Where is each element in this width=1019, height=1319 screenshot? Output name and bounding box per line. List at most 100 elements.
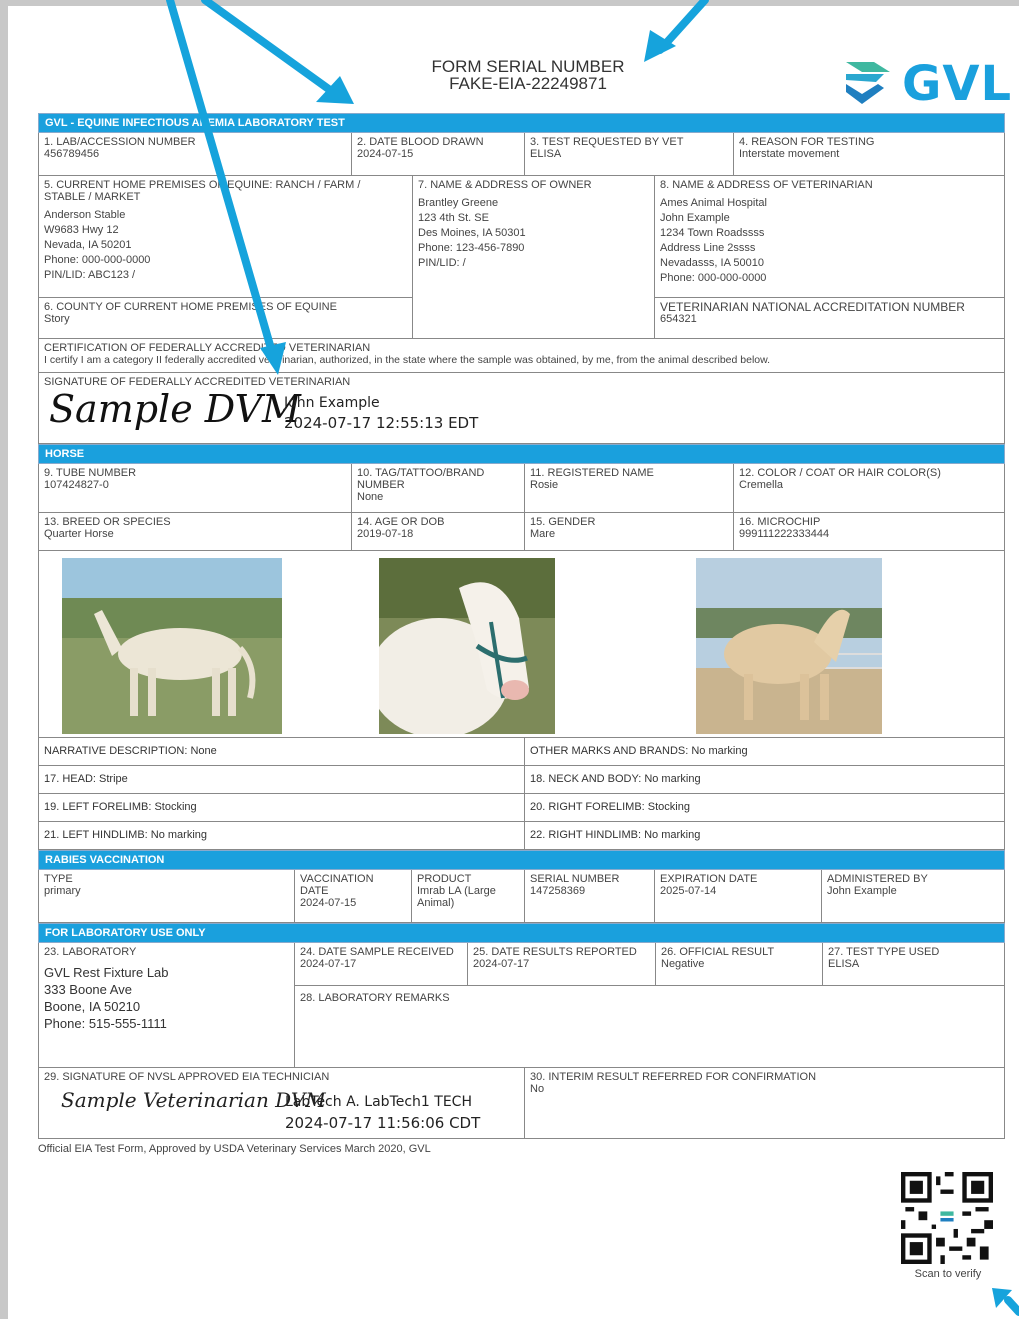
label: 2. DATE BLOOD DRAWN xyxy=(357,136,484,148)
gvl-logo: GVL xyxy=(840,56,1015,112)
row-21-22: 21. LEFT HINDLIMB: No marking 22. RIGHT … xyxy=(38,822,1005,850)
label: CERTIFICATION OF FEDERALLY ACCREDITED VE… xyxy=(44,342,371,354)
row-19-20: 19. LEFT FORELIMB: Stocking 20. RIGHT FO… xyxy=(38,794,1005,822)
value: ELISA xyxy=(828,958,860,970)
field-other-marks: OTHER MARKS AND BRANDS: No marking xyxy=(524,738,1004,765)
value: 456789456 xyxy=(44,148,100,160)
logo-text: GVL xyxy=(902,56,1013,112)
label: 10. TAG/TATTOO/BRAND NUMBER xyxy=(357,467,485,491)
lab-address-lines: GVL Rest Fixture Lab 333 Boone Ave Boone… xyxy=(44,964,289,1032)
value: 2024-07-15 xyxy=(300,897,357,909)
field-29: 29. SIGNATURE OF NVSL APPROVED EIA TECHN… xyxy=(39,1068,524,1138)
vet-signed-time: 2024-07-17 12:55:13 EDT xyxy=(284,414,479,432)
label: 4. REASON FOR TESTING xyxy=(739,136,875,148)
field-signature: SIGNATURE OF FEDERALLY ACCREDITED VETERI… xyxy=(39,373,1004,443)
label: 1. LAB/ACCESSION NUMBER xyxy=(44,136,196,148)
line: Nevadasss, IA 50010 xyxy=(660,257,764,269)
field-type: TYPE primary xyxy=(39,870,294,922)
section-band-rabies: RABIES VACCINATION xyxy=(38,850,1005,870)
row-lab: 23. LABORATORY GVL Rest Fixture Lab 333 … xyxy=(38,943,1005,1068)
row-17-18: 17. HEAD: Stripe 18. NECK AND BODY: No m… xyxy=(38,766,1005,794)
line: Phone: 000-000-0000 xyxy=(44,254,151,266)
form-serial-heading: FORM SERIAL NUMBER FAKE-EIA-22249871 xyxy=(388,58,668,92)
serial-number: FAKE-EIA-22249871 xyxy=(449,74,607,93)
row-1-4: 1. LAB/ACCESSION NUMBER 456789456 2. DAT… xyxy=(38,133,1005,176)
field-nat-accred: VETERINARIAN NATIONAL ACCREDITATION NUMB… xyxy=(655,297,1004,338)
label: EXPIRATION DATE xyxy=(660,873,758,885)
line: PIN/LID: ABC123 / xyxy=(44,269,136,281)
field-23: 23. LABORATORY GVL Rest Fixture Lab 333 … xyxy=(39,943,294,1067)
value: Quarter Horse xyxy=(44,528,114,540)
value: 2025-07-14 xyxy=(660,885,717,897)
row-signature: SIGNATURE OF FEDERALLY ACCREDITED VETERI… xyxy=(38,373,1005,444)
label: 5. CURRENT HOME PREMISES OF EQUINE: RANC… xyxy=(44,179,361,203)
value: Rosie xyxy=(530,479,559,491)
field-11: 11. REGISTERED NAME Rosie xyxy=(524,464,733,512)
line: 333 Boone Ave xyxy=(44,982,132,997)
field-16: 16. MICROCHIP 999111222333444 xyxy=(733,513,1004,550)
line: 1234 Town Roadssss xyxy=(660,227,765,239)
label: 25. DATE RESULTS REPORTED xyxy=(473,946,637,958)
value: Mare xyxy=(530,528,556,540)
field-3: 3. TEST REQUESTED BY VET ELISA xyxy=(524,133,733,175)
tech-signature-script: Sample Veterinarian DVM xyxy=(61,1088,326,1112)
vet-signature-script: Sample DVM xyxy=(49,387,301,431)
label: 12. COLOR / COAT OR HAIR COLOR(S) xyxy=(739,467,941,479)
row-5-8: 5. CURRENT HOME PREMISES OF EQUINE: RANC… xyxy=(38,176,1005,339)
field-30: 30. INTERIM RESULT REFERRED FOR CONFIRMA… xyxy=(524,1068,1004,1138)
field-7: 7. NAME & ADDRESS OF OWNER Brantley Gree… xyxy=(412,176,654,338)
line: GVL Rest Fixture Lab xyxy=(44,965,169,980)
label: 30. INTERIM RESULT REFERRED FOR CONFIRMA… xyxy=(530,1071,817,1083)
row-rabies: TYPE primary VACCINATION DATE 2024-07-15… xyxy=(38,870,1005,923)
field-certification: CERTIFICATION OF FEDERALLY ACCREDITED VE… xyxy=(39,339,1004,372)
label: 27. TEST TYPE USED xyxy=(828,946,940,958)
row-9-12: 9. TUBE NUMBER 107424827-0 10. TAG/TATTO… xyxy=(38,464,1005,513)
label: 28. LABORATORY REMARKS xyxy=(300,992,450,1004)
field-12: 12. COLOR / COAT OR HAIR COLOR(S) Cremel… xyxy=(733,464,1004,512)
line: W9683 Hwy 12 xyxy=(44,224,119,236)
horse-photo-angle xyxy=(696,558,882,734)
horse-photo-side xyxy=(62,558,282,734)
label: TYPE xyxy=(44,873,73,885)
field-5: 5. CURRENT HOME PREMISES OF EQUINE: RANC… xyxy=(39,176,412,297)
eia-form: GVL - EQUINE INFECTIOUS ANEMIA LABORATOR… xyxy=(38,113,1005,1139)
label: 8. NAME & ADDRESS OF VETERINARIAN xyxy=(660,179,873,191)
label: 26. OFFICIAL RESULT xyxy=(661,946,775,958)
value: No xyxy=(530,1083,545,1095)
value: Interstate movement xyxy=(739,148,840,160)
value: John Example xyxy=(827,885,897,897)
line: PIN/LID: / xyxy=(418,257,466,269)
gvl-chevron-logo-icon xyxy=(846,62,890,104)
field-9: 9. TUBE NUMBER 107424827-0 xyxy=(39,464,351,512)
value: 2024-07-17 xyxy=(473,958,530,970)
label: 3. TEST REQUESTED BY VET xyxy=(530,136,684,148)
row-photos xyxy=(38,551,1005,738)
field-28: 28. LABORATORY REMARKS xyxy=(295,986,1004,1067)
label: VETERINARIAN NATIONAL ACCREDITATION NUMB… xyxy=(660,300,965,314)
field-1: 1. LAB/ACCESSION NUMBER 456789456 xyxy=(39,133,351,175)
value: 2024-07-15 xyxy=(357,148,414,160)
line: Ames Animal Hospital xyxy=(660,197,767,209)
field-18: 18. NECK AND BODY: No marking xyxy=(524,766,1004,793)
label: 9. TUBE NUMBER xyxy=(44,467,137,479)
field-22: 22. RIGHT HINDLIMB: No marking xyxy=(524,822,1004,849)
footer-note: Official EIA Test Form, Approved by USDA… xyxy=(38,1143,431,1155)
line: Phone: 123-456-7890 xyxy=(418,242,525,254)
horse-photo-front xyxy=(379,558,555,734)
field-serial: SERIAL NUMBER 147258369 xyxy=(524,870,654,922)
field-4: 4. REASON FOR TESTING Interstate movemen… xyxy=(733,133,1004,175)
qr-code-icon[interactable] xyxy=(901,1172,993,1264)
field-21: 21. LEFT HINDLIMB: No marking xyxy=(44,829,208,841)
value: Cremella xyxy=(739,479,784,491)
field-8: 8. NAME & ADDRESS OF VETERINARIAN Ames A… xyxy=(655,176,1004,297)
row-13-16: 13. BREED OR SPECIES Quarter Horse 14. A… xyxy=(38,513,1005,551)
value: Imrab LA (Large Animal) xyxy=(417,885,496,909)
scan-to-verify-label: Scan to verify xyxy=(914,1268,982,1280)
serial-heading-line1: FORM SERIAL NUMBER xyxy=(431,57,625,76)
row-certification: CERTIFICATION OF FEDERALLY ACCREDITED VE… xyxy=(38,339,1005,373)
field-24: 24. DATE SAMPLE RECEIVED 2024-07-17 xyxy=(295,943,467,985)
row-narrative: NARRATIVE DESCRIPTION: None OTHER MARKS … xyxy=(38,738,1005,766)
value: ELISA xyxy=(530,148,562,160)
line: Brantley Greene xyxy=(418,197,499,209)
